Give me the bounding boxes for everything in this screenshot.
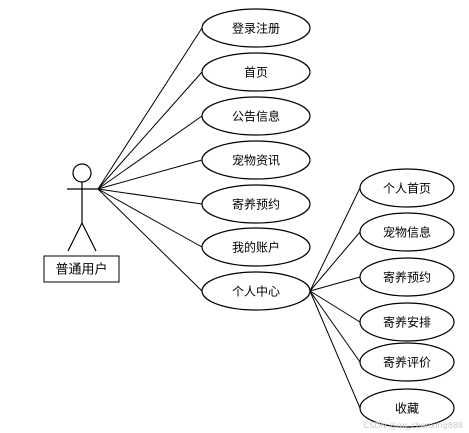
use-case-personal-center: 个人中心 [201, 271, 311, 311]
use-case-my-account-label: 我的账户 [232, 240, 280, 255]
use-case-announcement: 公告信息 [201, 96, 311, 136]
sub-use-case-sub-boarding-booking-ellipse [359, 257, 455, 297]
sub-use-case-pet-info-label: 宠物信息 [383, 225, 431, 240]
sub-use-case-sub-boarding-booking: 寄养预约 [359, 257, 455, 297]
use-case-home-label: 首页 [244, 66, 268, 80]
use-case-personal-center-ellipse [201, 271, 311, 311]
use-case-boarding-booking: 寄养预约 [201, 184, 311, 224]
actor-right-leg [81, 222, 97, 252]
edge-personal-center-favorites [309, 290, 361, 409]
sub-use-case-boarding-arrangement: 寄养安排 [359, 302, 455, 342]
sub-use-case-boarding-arrangement-ellipse [359, 302, 455, 342]
edge-actor-boarding-booking [97, 188, 203, 205]
use-case-announcement-ellipse [201, 96, 311, 136]
use-case-my-account-ellipse [201, 227, 311, 267]
sub-use-case-boarding-review-ellipse [359, 342, 455, 382]
sub-use-case-favorites-label: 收藏 [395, 402, 419, 416]
use-case-login-register: 登录注册 [201, 8, 311, 48]
use-case-pet-news-ellipse [201, 140, 311, 180]
actor-head [72, 163, 92, 183]
sub-use-case-pet-info-ellipse [359, 212, 455, 252]
sub-use-case-boarding-arrangement-label: 寄养安排 [383, 315, 431, 330]
use-case-announcement-label: 公告信息 [232, 109, 280, 124]
edge-personal-center-sub-boarding-booking [309, 276, 361, 292]
actor-ordinary-user: 普通用户 [43, 163, 120, 283]
actor-label: 普通用户 [55, 262, 107, 278]
sub-use-case-boarding-review: 寄养评价 [359, 342, 455, 382]
sub-use-case-favorites-ellipse [359, 388, 455, 428]
sub-use-case-sub-boarding-booking-label: 寄养预约 [383, 270, 431, 285]
edge-actor-pet-news [97, 159, 203, 190]
edge-personal-center-personal-home [309, 187, 361, 292]
use-case-pet-news: 宠物资讯 [201, 140, 311, 180]
use-case-home-ellipse [201, 52, 311, 92]
edge-actor-home [97, 71, 203, 190]
use-case-login-register-label: 登录注册 [232, 21, 280, 36]
edge-personal-center-pet-info [309, 231, 361, 292]
use-case-boarding-booking-label: 寄养预约 [232, 197, 280, 212]
use-case-boarding-booking-ellipse [201, 184, 311, 224]
sub-use-case-pet-info: 宠物信息 [359, 212, 455, 252]
edge-actor-my-account [97, 188, 203, 248]
edge-actor-personal-center [97, 188, 203, 292]
sub-use-case-personal-home: 个人首页 [359, 168, 455, 208]
edge-personal-center-boarding-arrangement [309, 290, 361, 323]
actor-label-box [43, 255, 120, 283]
edge-actor-announcement [97, 115, 203, 190]
association-lines [97, 27, 361, 409]
actor-left-leg [67, 222, 83, 252]
sub-use-case-personal-home-label: 个人首页 [383, 182, 431, 196]
watermark: CSDN @qq_chenxing888 [364, 421, 463, 430]
edge-actor-login-register [97, 27, 203, 190]
use-case-home: 首页 [201, 52, 311, 92]
use-case-my-account: 我的账户 [201, 227, 311, 267]
sub-use-case-favorites: 收藏 [359, 388, 455, 428]
use-case-pet-news-label: 宠物资讯 [232, 153, 280, 168]
use-case-login-register-ellipse [201, 8, 311, 48]
sub-use-case-personal-home-ellipse [359, 168, 455, 208]
use-case-personal-center-label: 个人中心 [232, 284, 280, 299]
sub-use-case-boarding-review-label: 寄养评价 [383, 355, 431, 370]
edge-personal-center-boarding-review [309, 290, 361, 363]
